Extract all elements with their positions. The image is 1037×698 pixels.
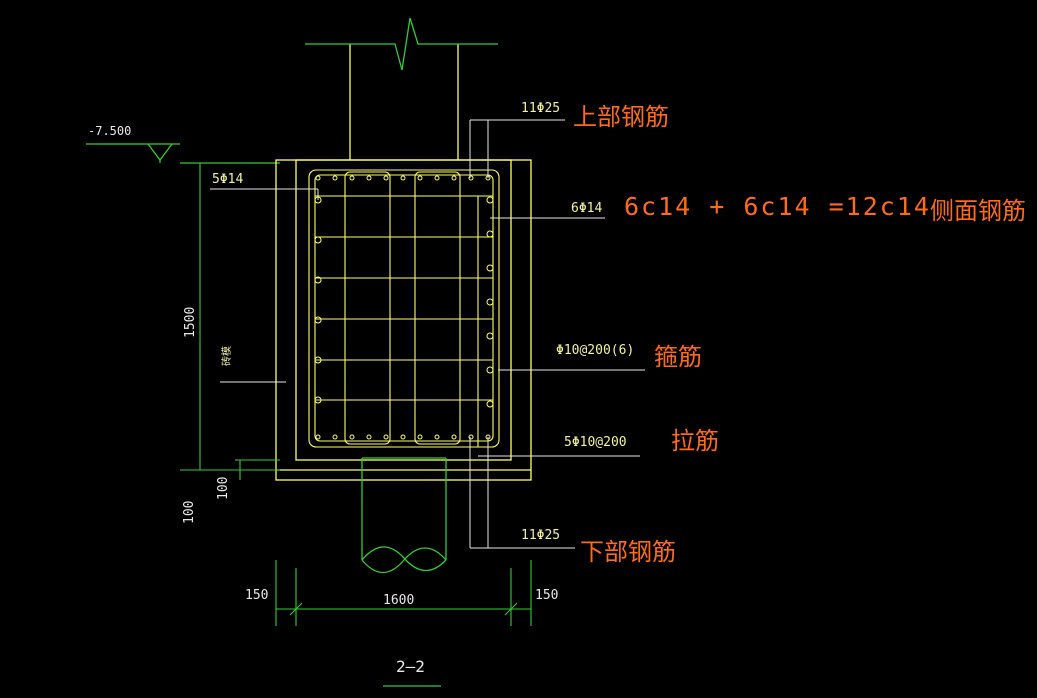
column-stub (349, 44, 459, 160)
dimension-lines (180, 163, 532, 626)
tie-spec: 5Φ10@200 (564, 435, 627, 450)
tie-label: 拉筋 (671, 427, 719, 455)
elevation-label: -7.500 (88, 124, 132, 138)
dim-right-margin: 150 (535, 588, 559, 603)
side-bar-label: 侧面钢筋 (930, 197, 1026, 225)
side-formula: 6c14 + 6c14 =12c14 (624, 192, 931, 221)
leader-lines (210, 119, 645, 549)
side-right-spec: 6Φ14 (571, 201, 603, 216)
elevation-marker (86, 143, 280, 164)
stirrup-cage (308, 169, 500, 448)
side-mold-label: 砖模 (222, 346, 233, 366)
top-bar-label: 上部钢筋 (573, 103, 669, 131)
stirrup-spec: Φ10@200(6) (556, 343, 635, 358)
dim-left-margin: 150 (245, 588, 269, 603)
pile (361, 457, 447, 574)
column-break-line (305, 17, 498, 71)
dim-width: 1600 (383, 593, 415, 608)
dim-bottom-cover-2: 100 (182, 500, 197, 524)
bottom-bar-label: 下部钢筋 (580, 538, 676, 566)
section-title: 2—2 (396, 657, 425, 676)
dim-height: 1500 (183, 306, 198, 338)
side-left-spec: 5Φ14 (212, 172, 244, 187)
top-bar-spec: 11Φ25 (521, 101, 561, 116)
stirrup-label: 箍筋 (654, 343, 702, 371)
dim-bottom-cover: 100 (216, 476, 231, 500)
bottom-bar-spec: 11Φ25 (521, 528, 561, 543)
